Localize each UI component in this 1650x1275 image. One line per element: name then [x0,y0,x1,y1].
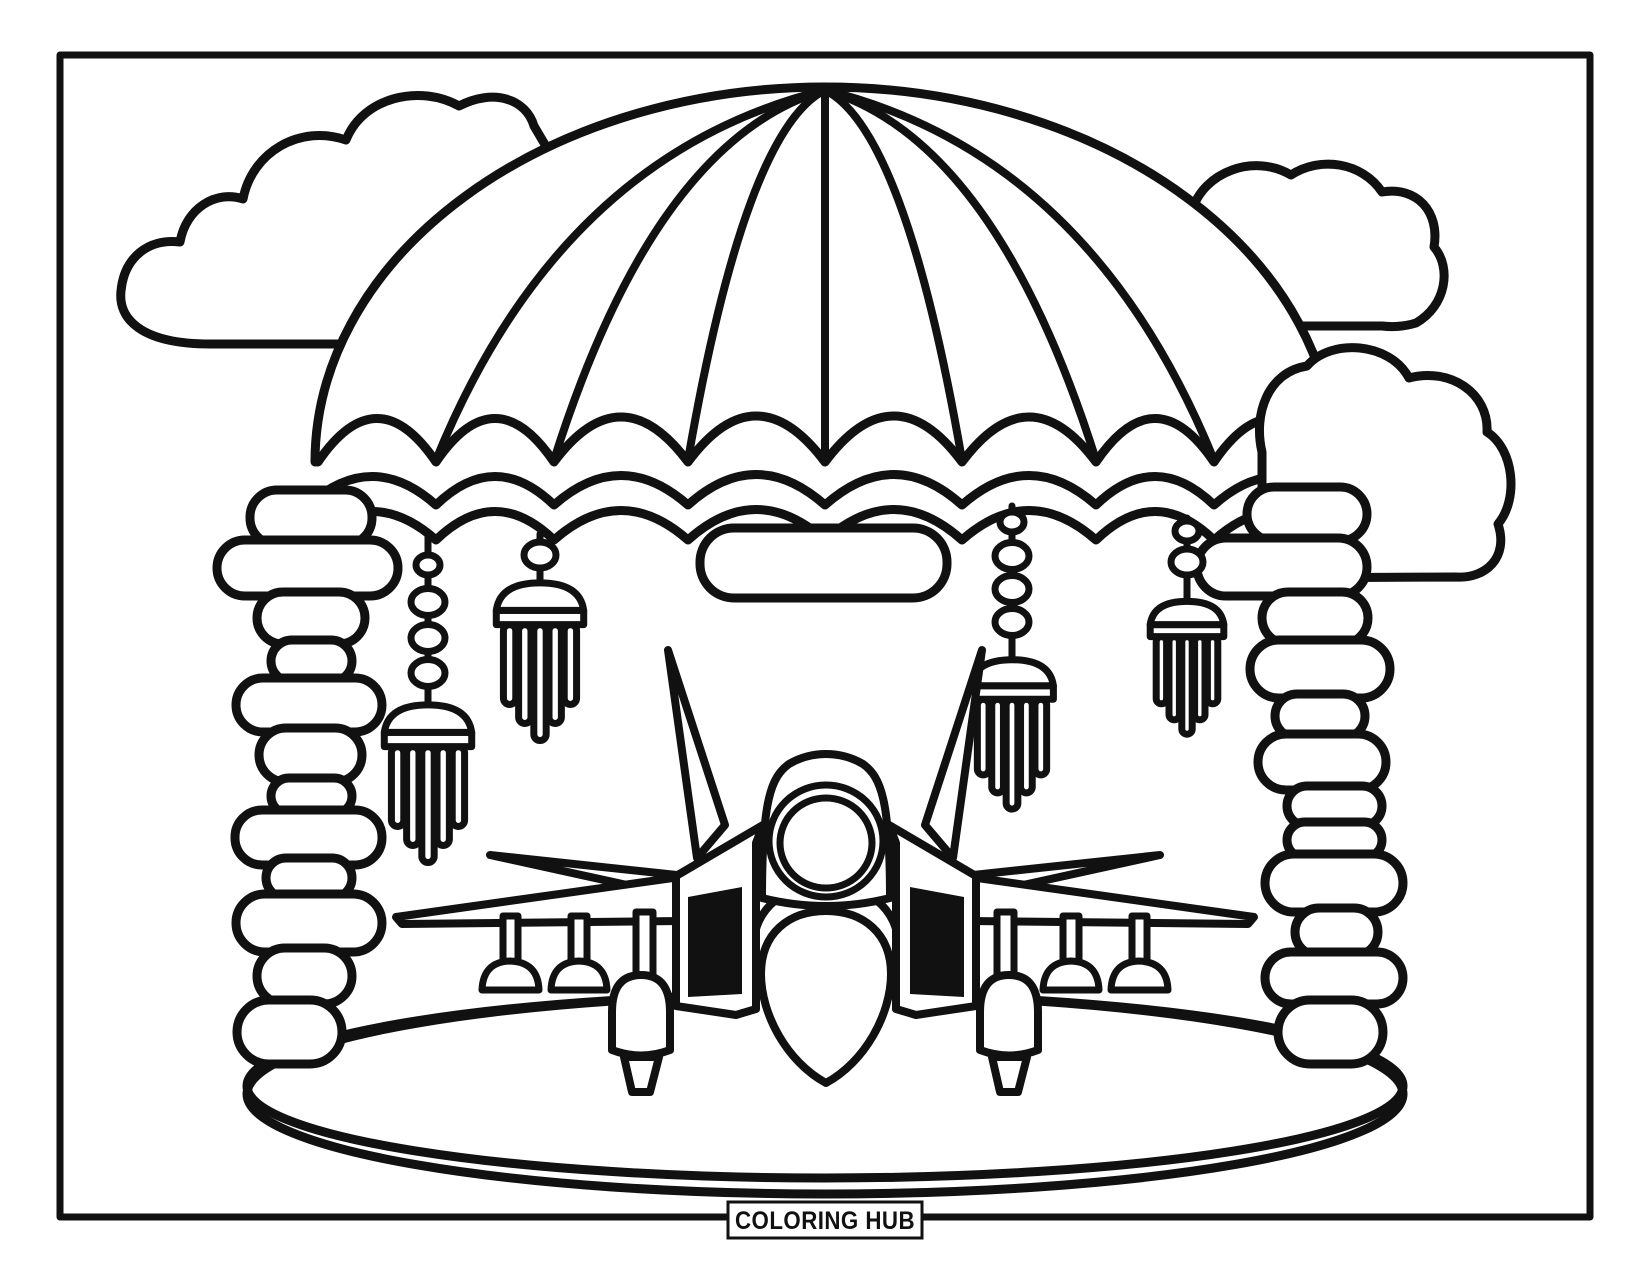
jet-canopy-glass-inner [776,794,876,892]
jet-air-intake-right [910,887,964,997]
jet-missile-pylons [478,908,1172,994]
bead-chain-2 [520,530,560,584]
wind-chime-1 [384,705,471,863]
wind-chime-3 [971,660,1054,809]
bead-chain-1 [407,532,449,706]
brand-label: COLORING HUB [735,1207,915,1235]
hanging-sign [695,523,952,603]
jet-nose-cone [757,907,895,1087]
jet-canopy-glass-outer [765,781,887,901]
bead-chain-3 [991,502,1033,661]
wind-chime-4 [1150,601,1224,734]
brand-plate-box [726,1200,924,1240]
brand-plate: COLORING HUB [726,1200,924,1240]
canopy-scalloped-edge [313,411,1337,467]
wind-chime-2 [496,583,583,741]
jet-tail-fin-right [921,646,986,862]
jet-tail-fin-left [664,646,729,862]
stone-pillar-left [212,485,403,1069]
jet-engine-pods [608,971,1042,1096]
canopy-dome [303,82,1347,545]
jet-air-intake-left [688,887,742,997]
canopy-ribs [432,86,1218,464]
stone-pillar-right [1192,482,1408,1069]
bead-chain-4 [1167,514,1207,603]
fighter-jet [392,646,1258,1096]
